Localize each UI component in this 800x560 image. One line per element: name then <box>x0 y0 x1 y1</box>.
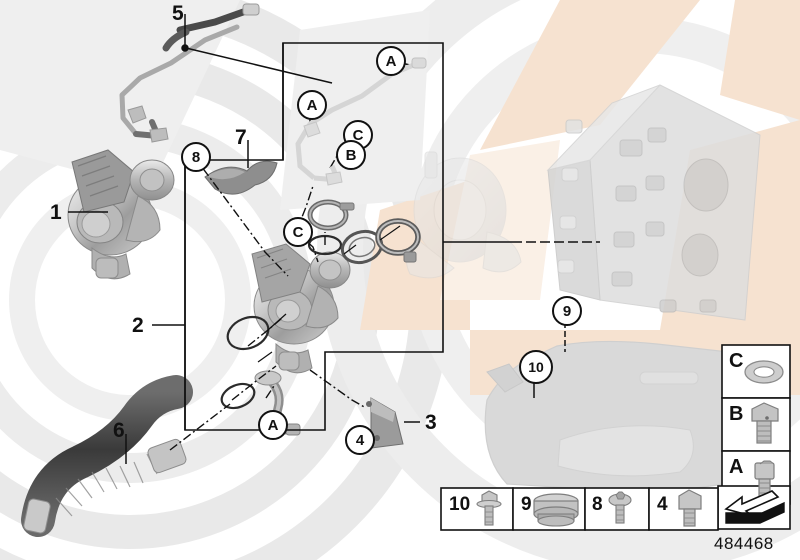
legend-bottom-label-9: 9 <box>521 494 532 515</box>
oil-supply-pipe-part5 <box>119 7 250 139</box>
circled-callout-4: 4 <box>345 425 375 455</box>
callout-7: 7 <box>235 126 247 149</box>
legend-bottom-label-8: 8 <box>592 494 603 515</box>
direction-arrow-icon <box>724 490 785 524</box>
sealing-washer-icon <box>744 360 784 384</box>
legend-right-label-c: C <box>729 350 744 372</box>
charge-air-hose-part6 <box>21 375 193 537</box>
callout-6: 6 <box>113 419 125 442</box>
part-number: 484468 <box>714 534 774 553</box>
turbocharger-part1 <box>67 149 175 280</box>
circled-callout-a-lower: A <box>297 90 327 120</box>
legend-right-label-a: A <box>729 456 744 478</box>
support-bracket-part3 <box>366 397 404 449</box>
legend-bottom-label-4: 4 <box>657 494 668 515</box>
turbocharger-kit-part2 <box>251 243 351 374</box>
oil-pipe-fittings <box>127 3 260 143</box>
circled-callout-10: 10 <box>519 350 553 384</box>
socket-head-bolt-icon <box>754 460 775 498</box>
flange-bolt-icon <box>476 490 502 526</box>
legend-bottom-label-10: 10 <box>449 494 471 515</box>
circled-callout-8: 8 <box>181 142 211 172</box>
heat-shield-part7 <box>204 160 278 195</box>
thin-pointers <box>257 225 401 363</box>
torx-screw-icon <box>608 491 632 524</box>
engine-shield-panel <box>484 340 761 492</box>
circled-callout-a-upper: A <box>376 46 406 76</box>
dash-dot-leaders <box>169 154 600 451</box>
hex-bolt-icon <box>678 489 702 527</box>
legend-right-label-b: B <box>729 403 744 425</box>
callout-1: 1 <box>50 201 62 224</box>
circled-callout-a-return: A <box>258 410 288 440</box>
circled-callout-9: 9 <box>552 296 582 326</box>
callout-2: 2 <box>132 314 144 337</box>
callout-3: 3 <box>425 411 437 434</box>
callout-5: 5 <box>172 2 184 25</box>
ghost-turbo-graphic <box>405 151 522 279</box>
hollow-banjo-bolt-icon <box>751 402 779 444</box>
v-band-clamp-upper <box>307 199 355 231</box>
engine-block-graphic <box>546 84 761 321</box>
sealing-plug-icon <box>533 493 579 527</box>
inset-oil-fittings <box>303 57 427 186</box>
circled-callout-c-lower: C <box>283 217 313 247</box>
circled-callout-b: B <box>336 140 366 170</box>
v-band-clamp-right <box>375 218 421 263</box>
grouping-boxes <box>184 42 444 431</box>
